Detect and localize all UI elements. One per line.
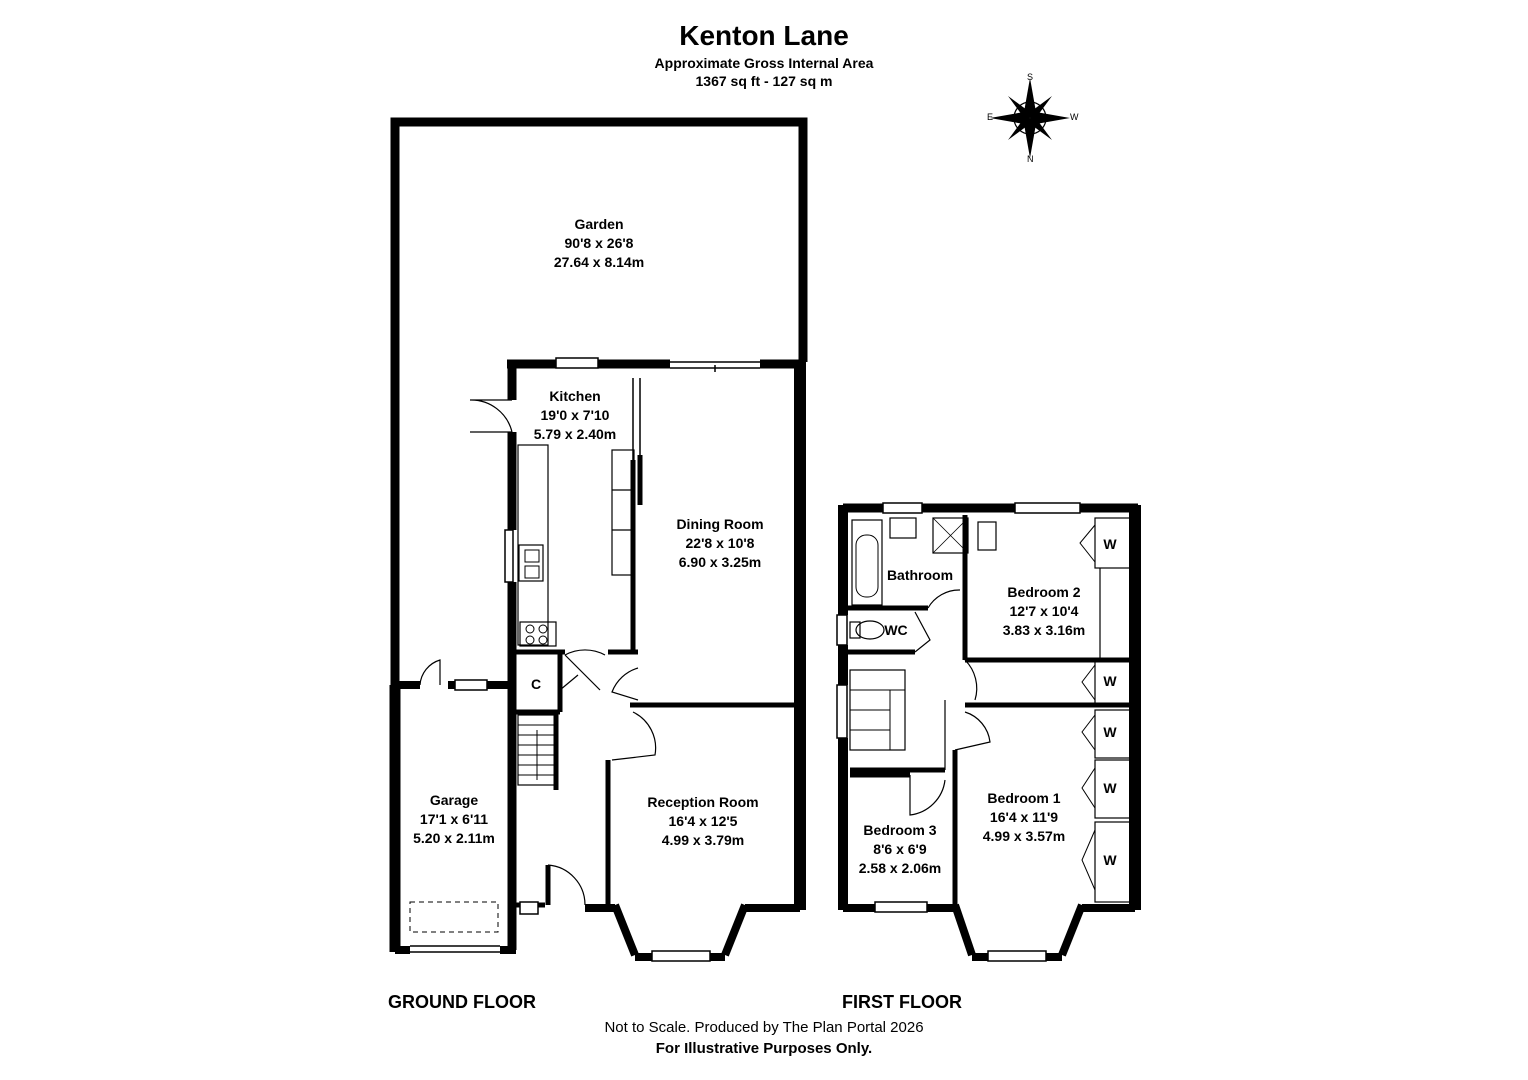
room-imperial: 16'4 x 12'5 — [668, 813, 738, 829]
room-metric: 2.58 x 2.06m — [858, 860, 942, 876]
wardrobe-label: W — [1103, 673, 1117, 689]
room-metric: 4.99 x 3.57m — [982, 828, 1066, 844]
room-name: Kitchen — [549, 388, 601, 404]
ground-floor-label: GROUND FLOOR — [388, 992, 536, 1012]
room-bedroom-3: Bedroom 3 8'6 x 6'9 2.58 x 2.06m — [859, 821, 942, 878]
room-metric: 5.79 x 2.40m — [533, 426, 617, 442]
room-bedroom-1: Bedroom 1 16'4 x 11'9 4.99 x 3.57m — [983, 789, 1066, 846]
compass-icon — [990, 78, 1070, 158]
room-imperial: 12'7 x 10'4 — [1009, 603, 1079, 619]
room-imperial: 19'0 x 7'10 — [540, 407, 610, 423]
plan-title: Kenton Lane — [679, 20, 849, 51]
plan-subtitle: Approximate Gross Internal Area — [654, 55, 874, 71]
wardrobe-label: W — [1103, 780, 1117, 796]
room-dining: Dining Room 22'8 x 10'8 6.90 x 3.25m — [676, 515, 763, 572]
footer-disclaimer: Not to Scale. Produced by The Plan Porta… — [604, 1019, 924, 1036]
room-garden: Garden 90'8 x 26'8 27.64 x 8.14m — [554, 215, 644, 272]
room-imperial: 17'1 x 6'11 — [419, 811, 489, 827]
room-metric: 5.20 x 2.11m — [413, 830, 495, 846]
room-name: Bedroom 1 — [987, 790, 1061, 806]
room-name: Bathroom — [886, 567, 954, 583]
compass-south: S — [1027, 72, 1034, 82]
compass-north: N — [1027, 154, 1034, 164]
room-name: WC — [884, 622, 908, 638]
room-imperial: 8'6 x 6'9 — [873, 841, 927, 857]
room-wc: WC — [884, 621, 907, 640]
compass-east: E — [987, 112, 994, 122]
garden-wall — [390, 117, 808, 685]
room-reception: Reception Room 16'4 x 12'5 4.99 x 3.79m — [647, 793, 758, 850]
plan-area: 1367 sq ft - 127 sq m — [695, 73, 833, 89]
room-metric: 4.99 x 3.79m — [661, 832, 745, 848]
wardrobe-label: W — [1103, 536, 1117, 552]
room-name: Garden — [574, 216, 624, 232]
compass-west: W — [1070, 112, 1079, 122]
room-name: Bedroom 3 — [863, 822, 937, 838]
room-name: Bedroom 2 — [1007, 584, 1081, 600]
room-imperial: 16'4 x 11'9 — [989, 809, 1059, 825]
room-name: Dining Room — [676, 516, 764, 532]
wardrobe-label: W — [1103, 724, 1117, 740]
room-kitchen: Kitchen 19'0 x 7'10 5.79 x 2.40m — [534, 387, 617, 444]
room-bathroom: Bathroom — [887, 566, 953, 585]
wardrobe-label: W — [1103, 852, 1117, 868]
room-metric: 27.64 x 8.14m — [553, 254, 645, 270]
room-imperial: 22'8 x 10'8 — [685, 535, 755, 551]
first-floor-label: FIRST FLOOR — [842, 992, 962, 1012]
footer-notice: For Illustrative Purposes Only. — [655, 1040, 873, 1057]
room-metric: 6.90 x 3.25m — [678, 554, 762, 570]
room-garage: Garage 17'1 x 6'11 5.20 x 2.11m — [413, 791, 495, 848]
room-metric: 3.83 x 3.16m — [1002, 622, 1086, 638]
room-name: C — [530, 676, 542, 692]
room-bedroom-2: Bedroom 2 12'7 x 10'4 3.83 x 3.16m — [1003, 583, 1086, 640]
room-cupboard: C — [531, 675, 541, 694]
room-name: Reception Room — [647, 794, 759, 810]
room-imperial: 90'8 x 26'8 — [564, 235, 634, 251]
room-name: Garage — [429, 792, 479, 808]
